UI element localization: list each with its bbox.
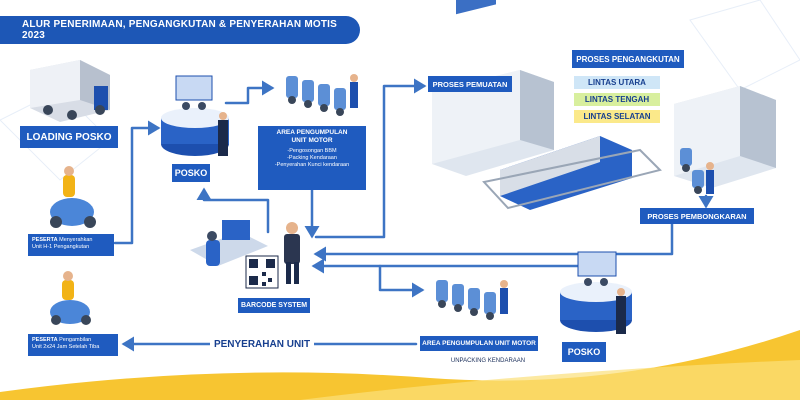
peserta-top-box: PESERTA Menyerahkan Unit H-1 Pengangkuta…	[28, 234, 114, 256]
area-top-item: -Packing Kendaraan	[287, 155, 337, 161]
posko-desk-icon	[161, 75, 229, 156]
loading-posko-label: LOADING POSKO	[20, 126, 118, 148]
barcode-system-label: BARCODE SYSTEM	[238, 298, 310, 313]
area-top-title2: UNIT MOTOR	[291, 137, 333, 144]
peserta-bottom-text1: Pengambilan	[57, 337, 92, 343]
proses-pengangkutan-label: PROSES PENGANGKUTAN	[572, 50, 684, 68]
unpacking-text: UNPACKING KENDARAAN	[450, 358, 526, 364]
peserta-top-text2: Unit H-1 Pengangkutan	[32, 244, 90, 250]
route-lintas-utara: LINTAS UTARA	[574, 76, 660, 89]
proses-pembongkaran-label: PROSES PEMBONGKARAN	[640, 208, 754, 224]
area-top-item: -Penyerahan Kunci kendaraan	[274, 162, 350, 168]
qr-code-icon	[245, 255, 279, 289]
penyerahan-unit-label: PENYERAHAN UNIT	[210, 336, 314, 352]
area-pengumpulan-top-box: AREA PENGUMPULAN UNIT MOTOR -Pengosongan…	[258, 126, 366, 190]
route-lintas-tengah: LINTAS TENGAH	[574, 93, 660, 106]
train-icon	[432, 0, 776, 210]
peserta-top-text1: Menyerahkan	[57, 237, 93, 243]
peserta-bottom-bold: PESERTA	[32, 337, 58, 343]
motorcycle-group-icon	[436, 280, 508, 320]
posko-left-label: POSKO	[172, 164, 210, 182]
peserta-bottom-text2: Unit 2x24 Jam Setelah Tiba	[32, 344, 100, 350]
truck-icon	[30, 60, 110, 122]
posko-desk-icon	[560, 251, 632, 334]
page-title: ALUR PENERIMAAN, PENGANGKUTAN & PENYERAH…	[0, 16, 360, 44]
workstation-icon	[190, 220, 268, 266]
scooter-rider-icon	[50, 166, 96, 228]
peserta-bottom-box: PESERTA Pengambilan Unit 2x24 Jam Setela…	[28, 334, 118, 356]
peserta-top-bold: PESERTA	[32, 237, 58, 243]
motorcycle-group-icon	[680, 148, 714, 194]
route-lintas-selatan: LINTAS SELATAN	[574, 110, 660, 123]
motorcycle-group-icon	[286, 74, 358, 116]
area-top-title1: AREA PENGUMPULAN	[276, 129, 348, 136]
proses-pemuatan-label: PROSES PEMUATAN	[428, 76, 512, 92]
area-top-item: -Pengosongan BBM	[287, 148, 337, 154]
person-icon	[284, 222, 300, 284]
posko-right-label: POSKO	[562, 342, 606, 362]
area-pengumpulan-bottom-label: AREA PENGUMPULAN UNIT MOTOR	[420, 336, 538, 351]
scooter-rider-icon	[50, 271, 91, 325]
